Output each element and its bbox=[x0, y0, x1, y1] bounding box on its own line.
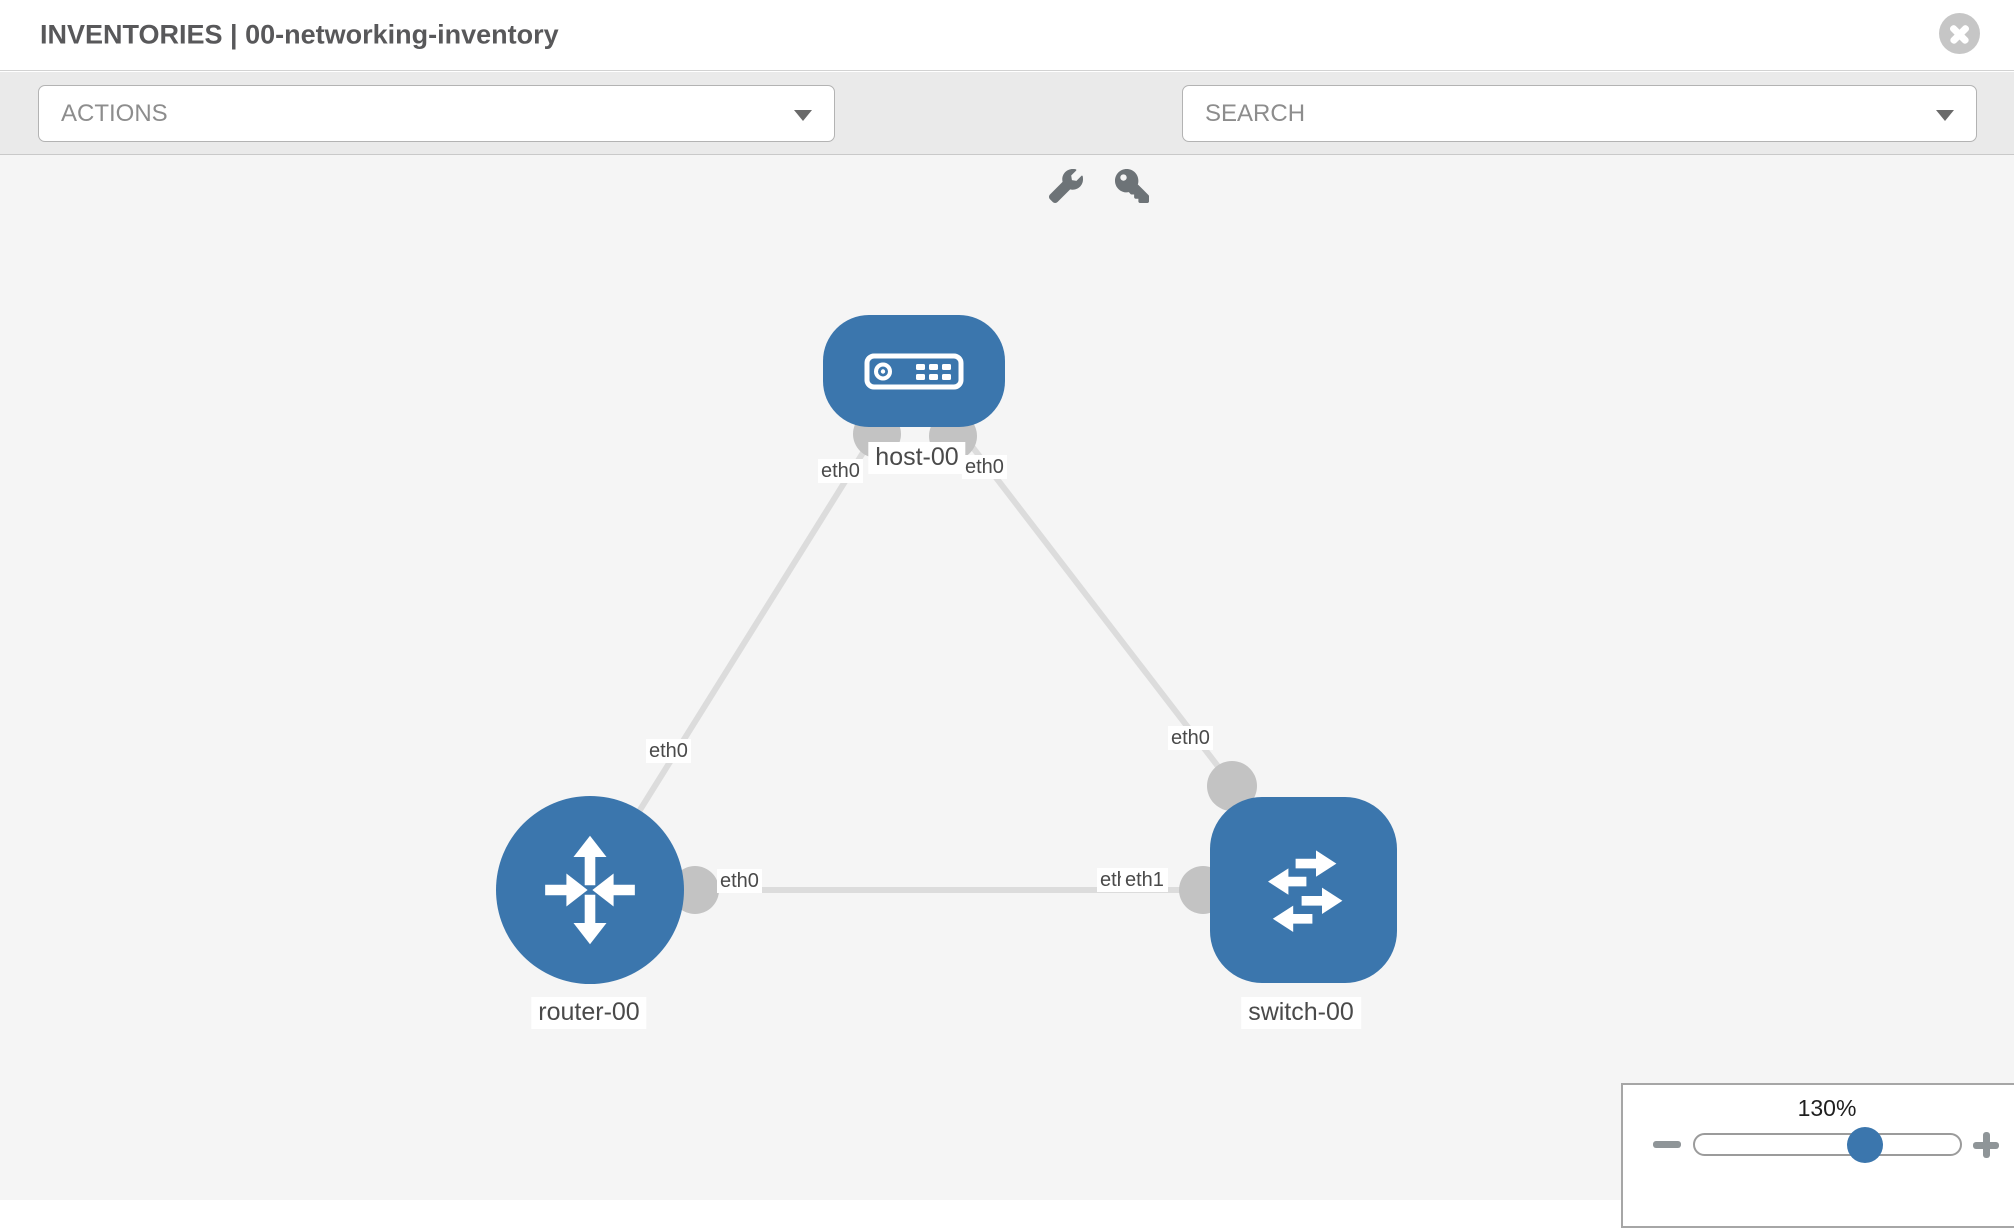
toolbar: ACTIONS SEARCH bbox=[0, 72, 2014, 204]
router-icon bbox=[545, 835, 635, 945]
chevron-down-icon bbox=[794, 110, 812, 121]
zoom-slider-track[interactable] bbox=[1693, 1133, 1962, 1156]
host-icon bbox=[864, 353, 964, 389]
interface-label: eth0 bbox=[646, 739, 691, 763]
zoom-level: 130% bbox=[1797, 1095, 1857, 1121]
zoom-slider-handle[interactable] bbox=[1847, 1127, 1883, 1163]
configure-button[interactable] bbox=[1048, 169, 1084, 205]
zoom-control-panel: 130% bbox=[1621, 1083, 2014, 1228]
search-dropdown[interactable]: SEARCH bbox=[1182, 85, 1977, 142]
node-label-router: router-00 bbox=[531, 997, 647, 1029]
node-label-switch: switch-00 bbox=[1241, 997, 1361, 1029]
link-host-router[interactable] bbox=[587, 369, 917, 892]
credentials-button[interactable] bbox=[1114, 169, 1150, 205]
interface-label: eth0 bbox=[717, 869, 762, 893]
app-header: INVENTORIES | 00-networking-inventory bbox=[0, 0, 2014, 71]
topology-links-layer bbox=[587, 369, 1303, 914]
switch-icon bbox=[1267, 850, 1342, 932]
interface-label: eth0 bbox=[1168, 726, 1213, 750]
topology-canvas[interactable]: host-00 router-00 switch-00 eth0 eth0 et… bbox=[0, 155, 2014, 1228]
zoom-out-button[interactable] bbox=[1653, 1141, 1681, 1148]
interface-label: eth0 bbox=[818, 459, 863, 483]
interface-dot bbox=[1207, 761, 1257, 811]
key-icon bbox=[1115, 169, 1149, 203]
search-dropdown-label: SEARCH bbox=[1205, 99, 1306, 127]
zoom-in-button[interactable] bbox=[1973, 1132, 1999, 1158]
node-switch-00[interactable] bbox=[1210, 797, 1397, 983]
actions-dropdown-label: ACTIONS bbox=[61, 99, 168, 127]
interface-label: eth0 bbox=[962, 455, 1007, 479]
node-label-host: host-00 bbox=[868, 442, 966, 474]
chevron-down-icon bbox=[1936, 110, 1954, 121]
node-host-00[interactable] bbox=[823, 315, 1005, 427]
page-title: INVENTORIES | 00-networking-inventory bbox=[40, 19, 559, 50]
node-router-00[interactable] bbox=[496, 796, 684, 984]
interface-label: eth1 bbox=[1121, 868, 1168, 892]
wrench-icon bbox=[1048, 169, 1083, 204]
actions-dropdown[interactable]: ACTIONS bbox=[38, 85, 835, 142]
close-button[interactable] bbox=[1939, 13, 1980, 54]
